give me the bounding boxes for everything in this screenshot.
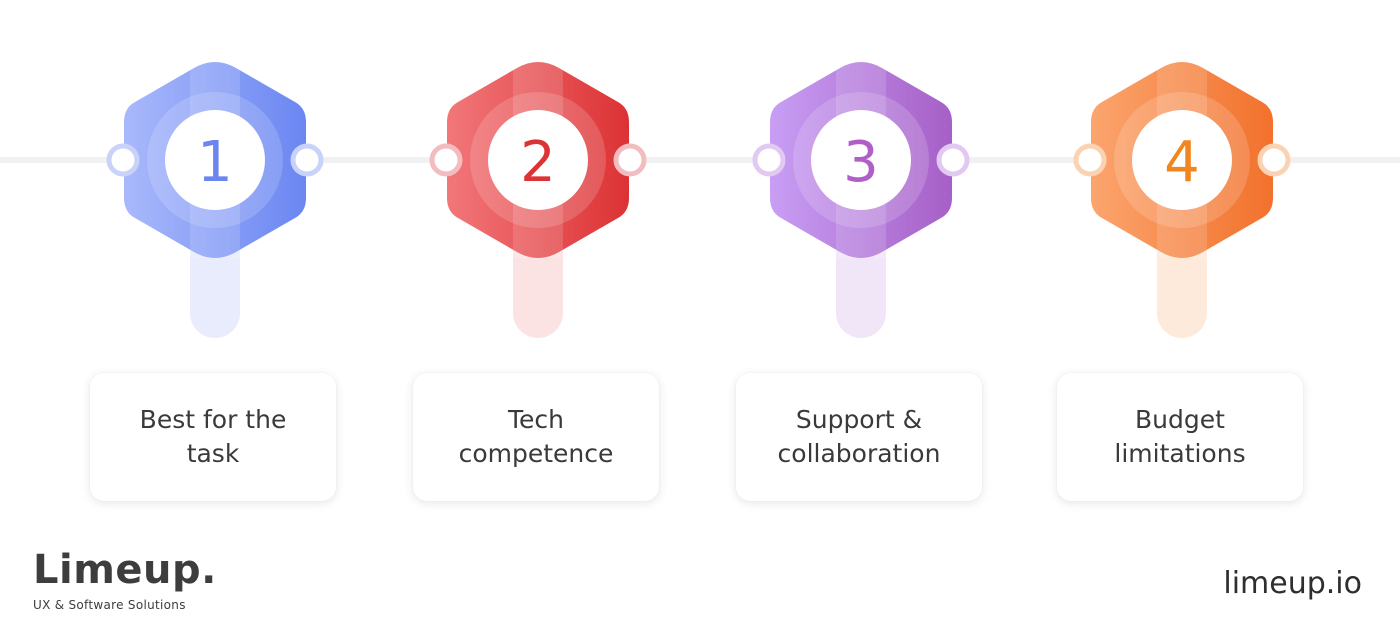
connector-left	[106, 143, 140, 177]
step-label: Budget limitations	[1114, 405, 1246, 468]
step-card: Support & collaboration	[736, 373, 982, 501]
connector-right	[613, 143, 647, 177]
step-card: Budget limitations	[1057, 373, 1303, 501]
step-number: 1	[197, 130, 233, 195]
timeline-line	[0, 157, 1400, 163]
connector-left	[1073, 143, 1107, 177]
step-hexagon-badge: 3	[752, 62, 970, 258]
number-disc	[1132, 110, 1232, 210]
step-label: Tech competence	[458, 405, 614, 468]
number-disc	[165, 110, 265, 210]
connector-right	[290, 143, 324, 177]
limeup-logo: Limeup. UX & Software Solutions	[33, 548, 217, 612]
step-card: Best for the task	[90, 373, 336, 501]
step-label: Support & collaboration	[777, 405, 941, 468]
number-disc	[811, 110, 911, 210]
step-hexagon-badge: 1	[106, 62, 324, 258]
logo-tagline: UX & Software Solutions	[33, 598, 186, 612]
step-hexagon-badge: 2	[429, 62, 647, 258]
site-url: limeup.io	[1223, 566, 1362, 601]
step-card: Tech competence	[413, 373, 659, 501]
number-disc	[488, 110, 588, 210]
step-number: 4	[1164, 130, 1200, 195]
step-number: 3	[843, 130, 879, 195]
step-number: 2	[520, 130, 556, 195]
connector-left	[752, 143, 786, 177]
connector-right	[1257, 143, 1291, 177]
logo-wordmark: Limeup.	[33, 547, 217, 593]
step-label: Best for the task	[139, 405, 287, 468]
connector-left	[429, 143, 463, 177]
connector-right	[936, 143, 970, 177]
step-hexagon-badge: 4	[1073, 62, 1291, 258]
